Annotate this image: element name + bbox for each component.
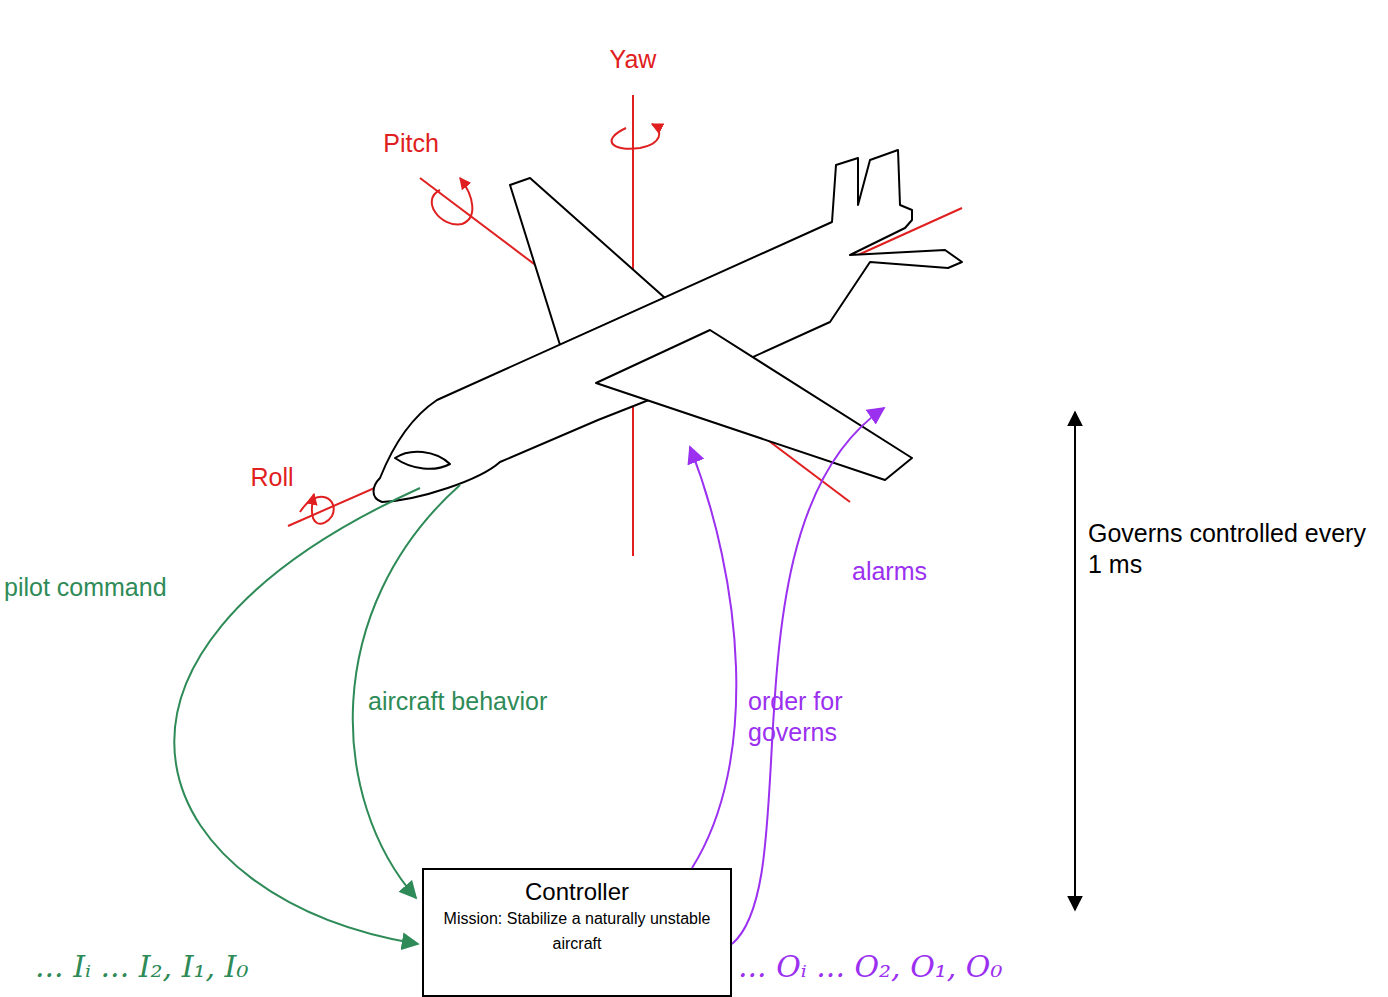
signal-label: aircraft behavior [368, 686, 547, 717]
controller-box: ControllerMission: Stabilize a naturally… [422, 868, 732, 997]
rotation-axes [288, 95, 962, 556]
node-title: Controller [432, 878, 722, 907]
axis-label: Roll [250, 462, 293, 493]
axis-label: Pitch [383, 128, 439, 159]
signal-label: alarms [852, 556, 927, 587]
node-body: Mission: Stabilize a naturally unstable … [432, 907, 722, 957]
timing-note: Governs controlled every 1 ms [1088, 518, 1378, 581]
aircraft-outline [374, 150, 963, 502]
output-sequence: ... Oᵢ ... O₂, O₁, O₀ [738, 948, 1002, 986]
flow-arrows [174, 408, 1075, 944]
axis-label: Yaw [610, 44, 657, 75]
input-sequence: ... Iᵢ ... I₂, I₁, I₀ [35, 948, 249, 986]
signal-label: order for governs [748, 686, 898, 749]
signal-label: pilot command [4, 572, 167, 603]
